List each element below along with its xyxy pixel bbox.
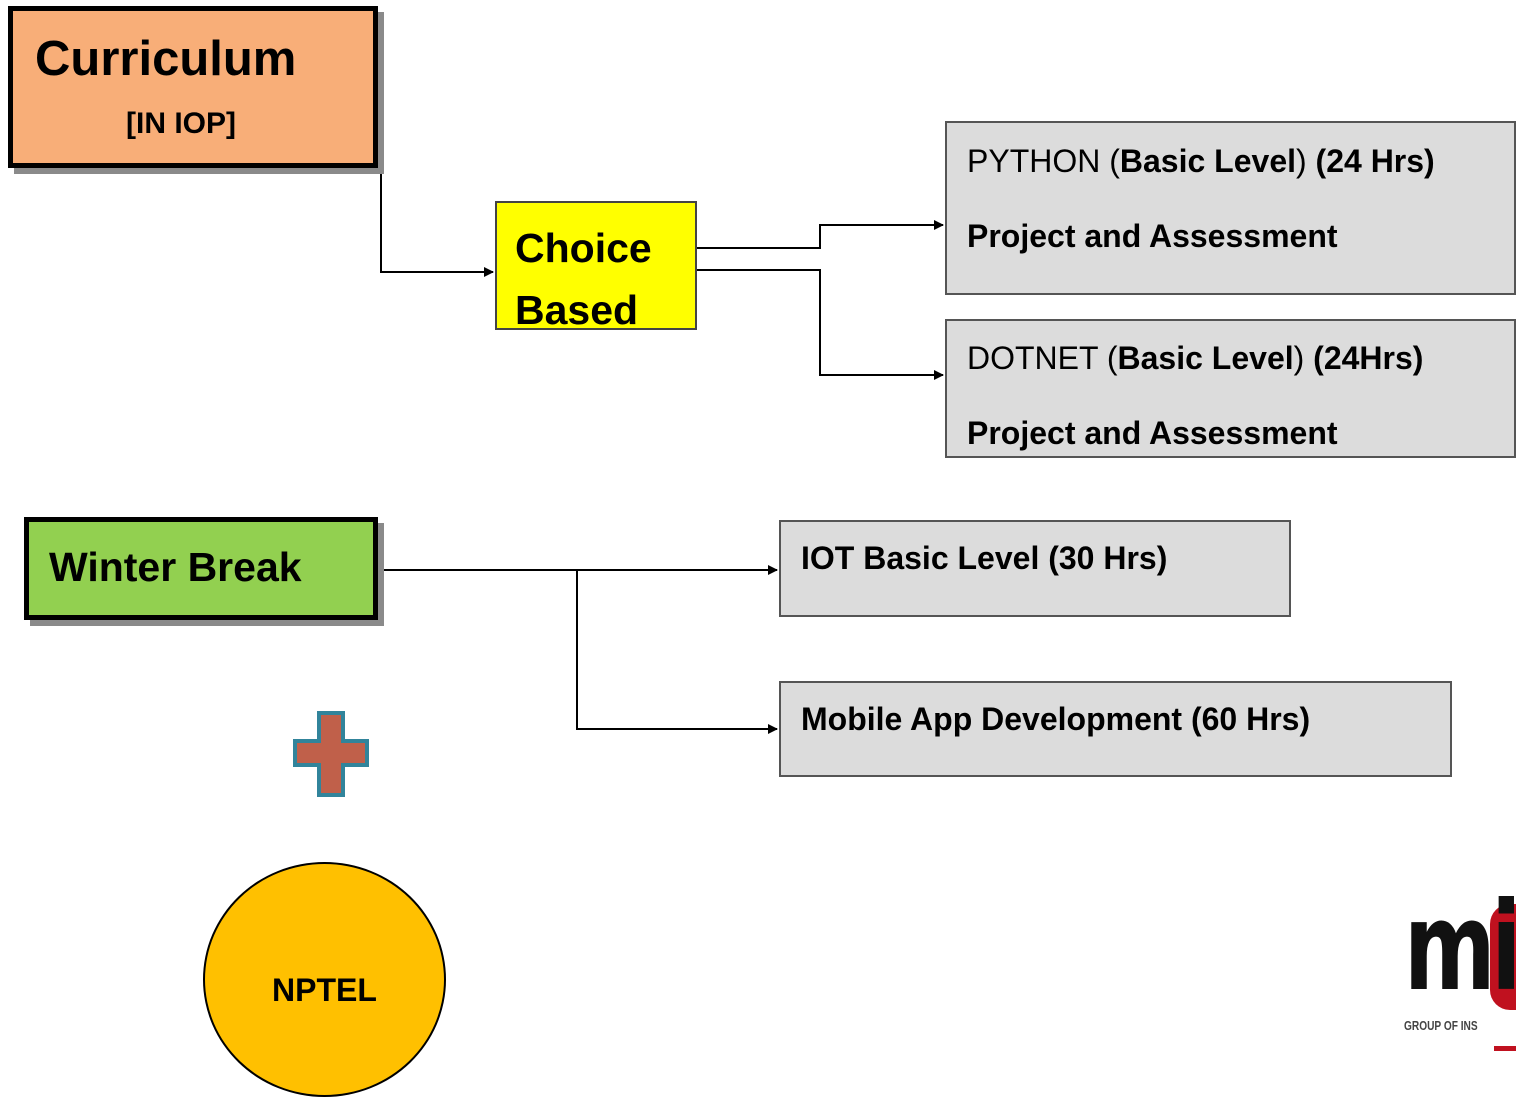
arrow-choice-to-python — [697, 220, 944, 249]
nptel-circle: NPTEL — [203, 862, 446, 1097]
curriculum-subtitle: [IN IOP] — [126, 107, 236, 140]
institution-logo: mi GROUP OF INS — [1400, 890, 1516, 1060]
logo-mark: mi — [1404, 890, 1516, 1018]
plus-icon — [293, 711, 369, 797]
choice-label-line1: Choice — [515, 225, 652, 271]
arrow-choice-to-dotnet — [697, 269, 944, 380]
mobile-app-label: Mobile App Development (60 Hrs) — [801, 701, 1311, 737]
python-heading: PYTHON (Basic Level) (24 Hrs) — [967, 143, 1435, 179]
logo-red-bar — [1494, 1046, 1516, 1051]
logo-tagline: GROUP OF INS — [1404, 1018, 1478, 1033]
dotnet-box: DOTNET (Basic Level) (24Hrs) Project and… — [945, 319, 1516, 458]
logo-red-mark — [1490, 904, 1516, 1010]
winter-break-box: Winter Break — [24, 517, 378, 620]
winter-break-title: Winter Break — [49, 544, 302, 590]
choice-label-line2: Based — [515, 287, 639, 333]
curriculum-title: Curriculum — [35, 32, 297, 86]
nptel-label: NPTEL — [272, 972, 377, 1008]
arrow-curriculum-to-choice — [380, 168, 494, 277]
iot-label: IOT Basic Level (30 Hrs) — [801, 540, 1168, 576]
dotnet-heading: DOTNET (Basic Level) (24Hrs) — [967, 340, 1424, 376]
python-project: Project and Assessment — [967, 218, 1338, 254]
curriculum-box: Curriculum [IN IOP] — [8, 6, 378, 168]
iot-box: IOT Basic Level (30 Hrs) — [779, 520, 1291, 617]
mobile-app-box: Mobile App Development (60 Hrs) — [779, 681, 1452, 777]
python-box: PYTHON (Basic Level) (24 Hrs) Project an… — [945, 121, 1516, 295]
choice-based-box: Choice Based — [495, 201, 697, 333]
dotnet-project: Project and Assessment — [967, 415, 1338, 451]
arrow-winter-to-mobile — [576, 570, 778, 734]
